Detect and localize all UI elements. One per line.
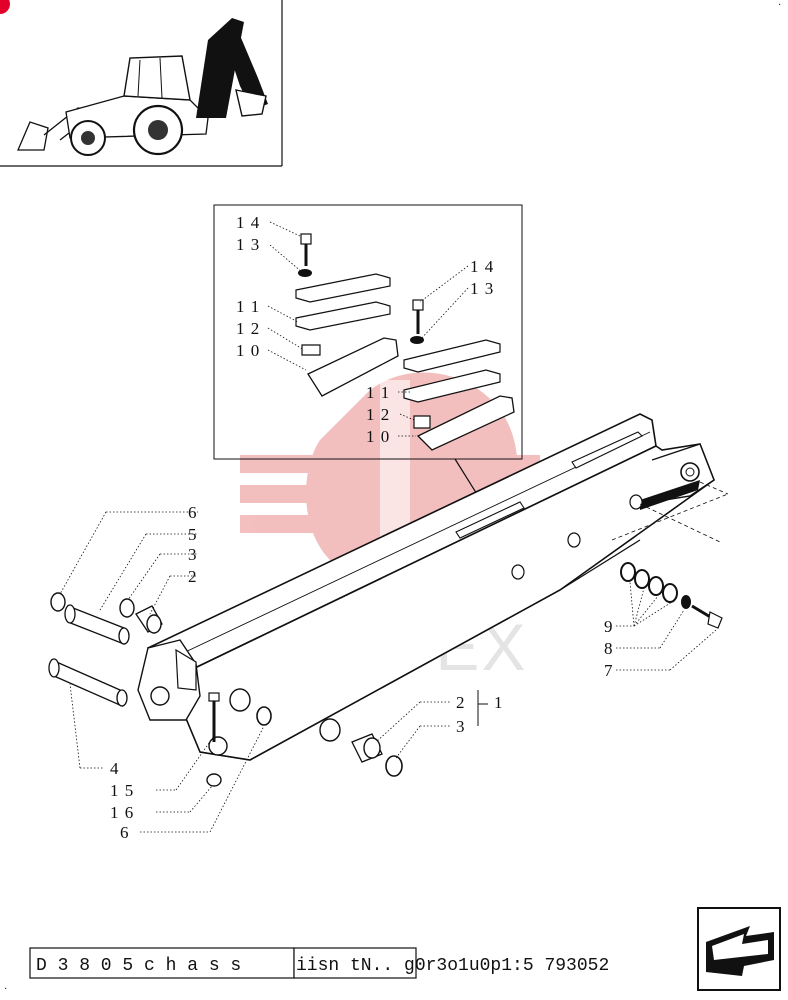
callout-7: 7 — [604, 661, 614, 680]
footer-text: iisn tN.. g0r3o1u0p1:5 793052 — [296, 956, 609, 976]
pin-4[interactable] — [48, 658, 128, 708]
bushing-3-lower[interactable] — [385, 755, 403, 777]
label-14: 1 4 — [236, 213, 260, 232]
inset-left-group[interactable] — [295, 233, 399, 397]
washer-6[interactable] — [256, 706, 272, 726]
shim-stack-9[interactable] — [620, 562, 678, 603]
label-11: 1 1 — [236, 297, 260, 316]
callout-2: 2 — [188, 567, 198, 586]
footer-code: D 3 8 0 5 c h a s s — [36, 956, 241, 976]
nut-16[interactable] — [206, 773, 222, 787]
next-page-button[interactable] — [697, 907, 781, 991]
callout-8: 8 — [604, 639, 614, 658]
callout-2: 2 — [456, 693, 466, 712]
callout-9: 9 — [604, 617, 614, 636]
label-13: 1 3 — [236, 235, 260, 254]
washer-8[interactable] — [681, 595, 691, 609]
bolt-7[interactable] — [691, 604, 723, 629]
footer-reference: D 3 8 0 5 c h a s s iisn tN.. g0r3o1u0p1… — [29, 947, 609, 979]
callout-6: 6 — [188, 503, 198, 522]
callout-5: 5 — [188, 525, 198, 544]
inset-frame — [213, 204, 523, 460]
boom-arm[interactable] — [137, 413, 715, 761]
callout-6: 6 — [120, 823, 130, 842]
label-12: 1 2 — [236, 319, 260, 338]
bushing-2-lower[interactable] — [351, 733, 383, 763]
pin-5[interactable] — [64, 604, 130, 645]
label-12: 1 2 — [366, 405, 390, 424]
bolt-15[interactable] — [208, 692, 220, 742]
pin-6-top[interactable] — [50, 592, 66, 612]
callout-3: 3 — [456, 717, 466, 736]
label-14: 1 4 — [470, 257, 494, 276]
label-13: 1 3 — [470, 279, 494, 298]
callout-leaders — [59, 511, 717, 833]
corner-dot-mark: · — [4, 984, 7, 995]
callout-3: 3 — [188, 545, 198, 564]
callout-15: 1 5 — [110, 781, 134, 800]
axis-lines — [611, 481, 729, 543]
label-10: 1 0 — [236, 341, 260, 360]
inset-right-group[interactable] — [403, 299, 515, 451]
bushing-2[interactable] — [135, 605, 163, 634]
corner-marker — [0, 0, 10, 14]
callout-4: 4 — [110, 759, 120, 778]
corner-dot-mark: · — [778, 0, 781, 11]
label-11: 1 1 — [366, 383, 390, 402]
inset-leaders — [267, 221, 469, 437]
bushing-3[interactable] — [119, 598, 135, 618]
callout-1: 1 — [494, 693, 504, 712]
callout-16: 1 6 — [110, 803, 134, 822]
machine-thumbnail[interactable] — [0, 0, 283, 167]
label-10: 1 0 — [366, 427, 390, 446]
